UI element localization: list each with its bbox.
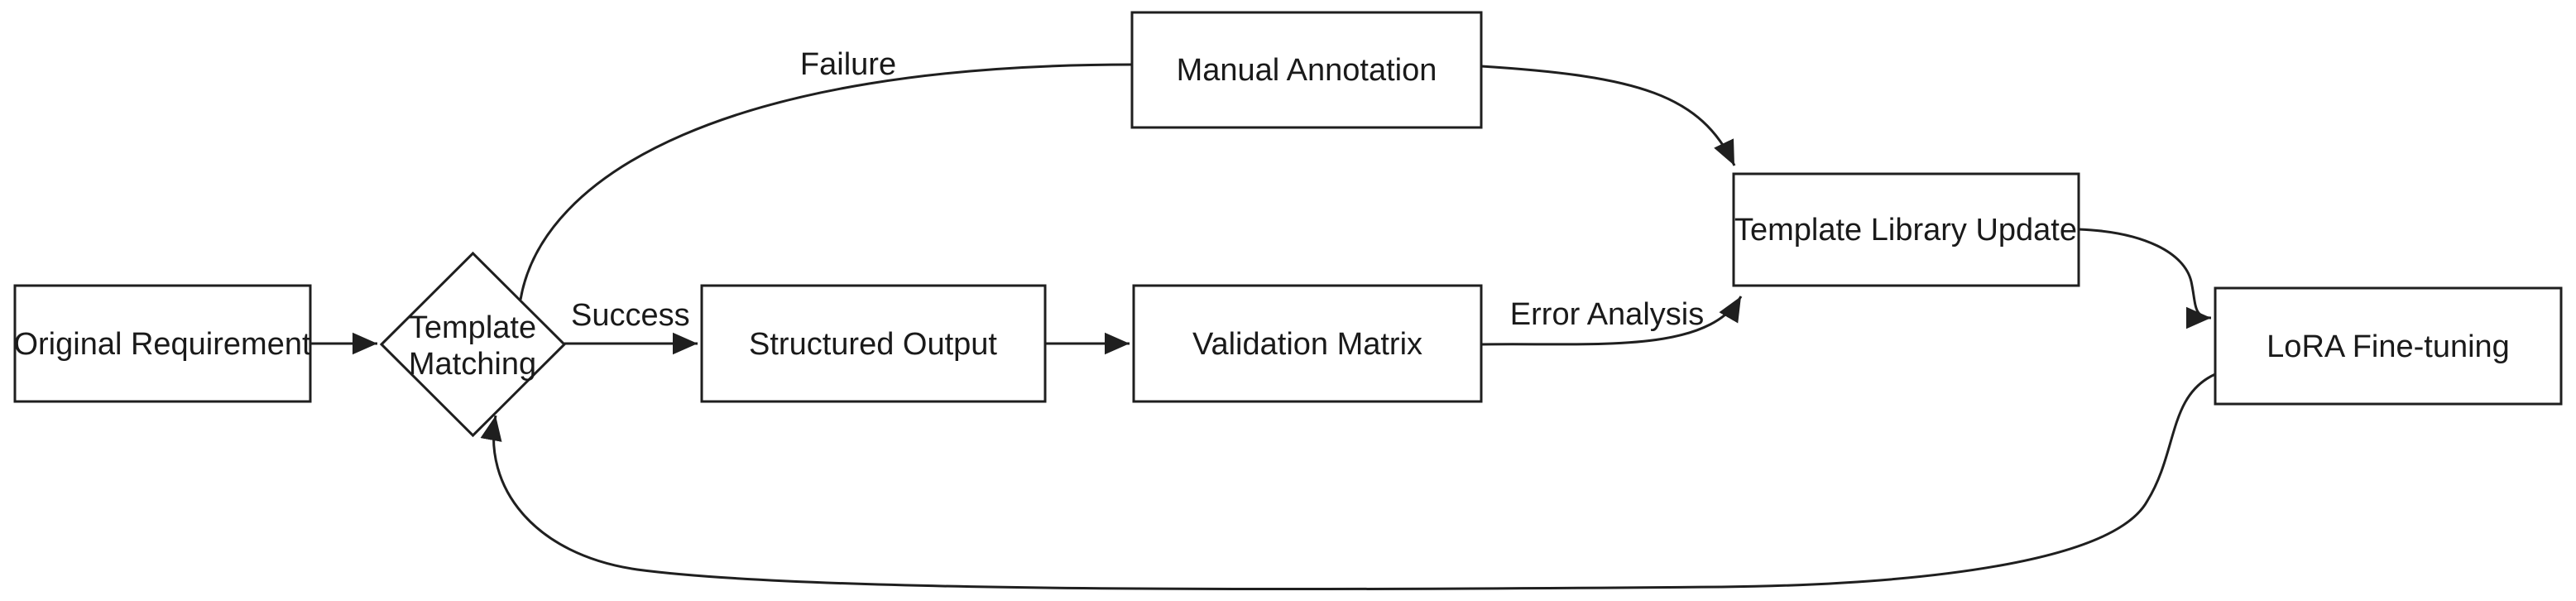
node-structured-output: Structured Output [700,284,1047,403]
validation-matrix-label: Validation Matrix [1192,327,1422,362]
structured-output-box [700,284,1047,403]
node-manual-annotation: Manual Annotation [1130,11,1483,129]
edge-template-matching-to-manual-annotation-failure [519,63,1133,300]
template-matching-label-line2: Matching [409,347,536,382]
original-requirement-box [13,284,312,403]
node-lora-fine-tuning: LoRA Fine-tuning [2214,286,2563,406]
manual-annotation-label: Manual Annotation [1177,53,1437,88]
original-requirement-label: Original Requirement [13,327,310,362]
template-library-update-label: Template Library Update [1734,213,2077,248]
lora-fine-tuning-label: LoRA Fine-tuning [2267,329,2510,364]
node-template-library-update: Template Library Update [1732,172,2080,287]
template-library-update-box [1732,172,2080,287]
validation-matrix-box [1132,284,1483,403]
node-validation-matrix: Validation Matrix [1132,284,1483,403]
node-template-matching: Template Matching [379,251,567,438]
template-matching-diamond [379,251,567,438]
edge-label-error-analysis: Error Analysis [1510,297,1704,332]
structured-output-label: Structured Output [749,327,997,362]
edge-manual-annotation-to-template-library-update [1480,65,1736,166]
lora-fine-tuning-box [2214,286,2563,406]
edge-validation-matrix-to-template-library-update-error-analysis [1480,296,1743,346]
edge-lora-fine-tuning-to-template-matching-loop [480,373,2216,591]
template-matching-label-line1: Template [409,310,536,345]
manual-annotation-box [1130,11,1483,129]
edge-label-success: Success [571,298,690,333]
edge-label-failure: Failure [800,47,896,82]
node-original-requirement: Original Requirement [13,284,312,403]
edge-template-library-update-to-lora-fine-tuning [2078,228,2212,329]
